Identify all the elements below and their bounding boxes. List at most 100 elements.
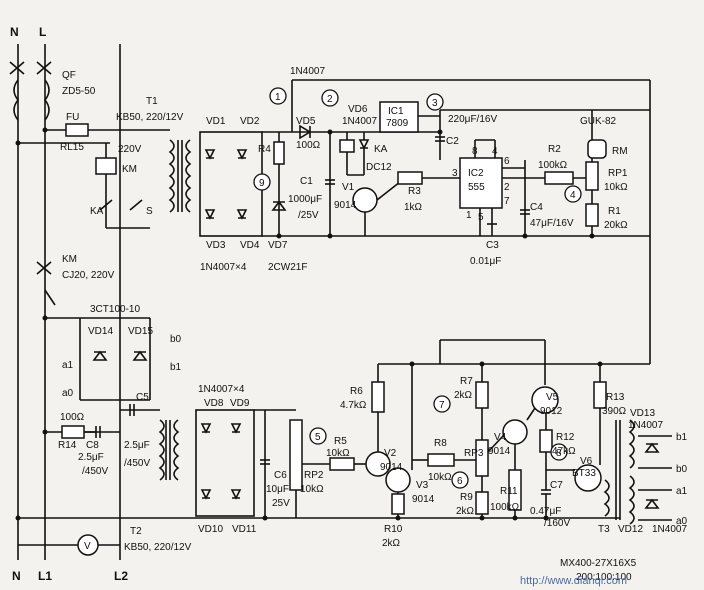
label-c8-value2: /450V <box>82 466 108 477</box>
label-out-b0: b0 <box>676 464 688 475</box>
label-zd5: ZD5-50 <box>62 86 96 97</box>
marker-3-circle <box>426 93 444 111</box>
label-v3-model: 9014 <box>412 494 435 505</box>
relay-coil-km <box>95 157 117 175</box>
label-ic2-pin5: 5 <box>478 212 484 223</box>
label-cap220: 220μF/16V <box>448 114 497 125</box>
label-vd10: VD10 <box>198 524 223 535</box>
marker-5: 5 <box>315 432 321 443</box>
potentiometer-rp1 <box>585 161 599 191</box>
marker-2: 2 <box>327 94 333 105</box>
label-ic2: IC2 <box>468 168 484 179</box>
resistor-r7 <box>475 381 489 409</box>
label-ic2-pin2: 2 <box>504 182 510 193</box>
label-c7: C7 <box>550 480 563 491</box>
marker-7: 7 <box>439 400 445 411</box>
label-r8: R8 <box>434 438 447 449</box>
label-vd3: VD3 <box>206 240 226 251</box>
label-r2-value: 100kΩ <box>538 160 568 171</box>
label-vd1: VD1 <box>206 116 226 127</box>
label-c5: C5 <box>136 392 149 403</box>
label-c4-value: 47μF/16V <box>530 218 574 229</box>
label-r12-value: 47kΩ <box>552 446 576 457</box>
resistor-r13 <box>593 381 607 409</box>
label-v5-model: 9012 <box>540 406 563 417</box>
marker-9: 9 <box>259 178 265 189</box>
label-guk: GUK-82 <box>580 116 617 127</box>
resistor-r1 <box>585 203 599 227</box>
label-r5-value: 10kΩ <box>326 448 350 459</box>
label-vd14: VD14 <box>88 326 113 337</box>
label-r11-value: 100kΩ <box>490 502 520 513</box>
potentiometer-rp2 <box>289 419 303 491</box>
ujt-v6 <box>574 464 602 492</box>
label-r9-value: 2kΩ <box>456 506 475 517</box>
label-t1-model: KB50, 220/12V <box>116 112 184 123</box>
diode-vd15 <box>132 350 148 361</box>
regulator-ic1 <box>379 101 419 133</box>
label-r14: R14 <box>58 440 77 451</box>
label-c1: C1 <box>300 176 313 187</box>
label-r8-value: 10kΩ <box>428 472 452 483</box>
label-c7-value2: /160V <box>544 518 570 529</box>
label-r9: R9 <box>460 492 473 503</box>
bridge-rectifier-1 <box>199 131 263 237</box>
label-rp1: RP1 <box>608 168 628 179</box>
diode-vd14 <box>92 350 108 361</box>
label-ka-relay-model: DC12 <box>366 162 392 173</box>
label-r6: R6 <box>350 386 363 397</box>
label-ka-relay: KA <box>374 144 388 155</box>
label-r10-value: 2kΩ <box>382 538 401 549</box>
label-v1-model: 9014 <box>334 200 357 211</box>
timer-ic2 <box>459 157 503 209</box>
label-r12: R12 <box>556 432 575 443</box>
label-v4: V4 <box>494 432 507 443</box>
resistor-r3 <box>397 171 423 185</box>
resistor-r6 <box>371 381 385 413</box>
label-rl15: RL15 <box>60 142 84 153</box>
marker-5-circle <box>309 427 327 445</box>
label-r13-value: 390Ω <box>602 406 627 417</box>
marker-3: 3 <box>432 98 438 109</box>
transformer-t3 <box>603 479 610 517</box>
diode-vd6 <box>358 139 370 150</box>
label-c2: C2 <box>446 136 459 147</box>
terminal-l-top: L <box>39 25 46 39</box>
marker-9-circle <box>253 173 271 191</box>
label-meter: V <box>84 541 91 552</box>
resistor-r9 <box>475 491 489 515</box>
terminal-l2: L2 <box>114 569 128 583</box>
label-r11: R11 <box>500 486 518 497</box>
label-r14-value: 100Ω <box>60 412 85 423</box>
terminal-l1: L1 <box>38 569 52 583</box>
label-r1: R1 <box>608 206 621 217</box>
label-v2-model: 9014 <box>380 462 403 473</box>
marker-4: 4 <box>570 190 576 201</box>
label-v6-model: BT33 <box>572 468 596 479</box>
label-vd7: VD7 <box>268 240 288 251</box>
label-vd12: VD12 <box>618 524 643 535</box>
bridge-rectifier-2 <box>195 409 255 517</box>
terminal-n-bottom: N <box>12 569 21 583</box>
label-out-a0: a0 <box>676 516 688 527</box>
label-r10: R10 <box>384 524 403 535</box>
resistor-r8 <box>427 453 455 467</box>
marker-8: 8 <box>556 448 562 459</box>
label-c5-value1: 2.5μF <box>124 440 150 451</box>
diode-vd12 <box>644 498 660 509</box>
label-ct-model: 3CT100-10 <box>90 304 140 315</box>
resistor-r2 <box>544 171 574 185</box>
diode-vd5 <box>299 124 312 140</box>
label-r13: R13 <box>606 392 625 403</box>
label-vd7-model: 2CW21F <box>268 262 307 273</box>
label-fu: FU <box>66 112 79 123</box>
label-c6: C6 <box>274 470 287 481</box>
label-ic1: IC1 <box>388 106 404 117</box>
marker-1-circle <box>269 87 287 105</box>
marker-6: 6 <box>457 476 463 487</box>
resistor-r14 <box>61 425 85 439</box>
label-out-a1: a1 <box>676 486 688 497</box>
marker-4-circle <box>564 185 582 203</box>
marker-6-circle <box>451 471 469 489</box>
